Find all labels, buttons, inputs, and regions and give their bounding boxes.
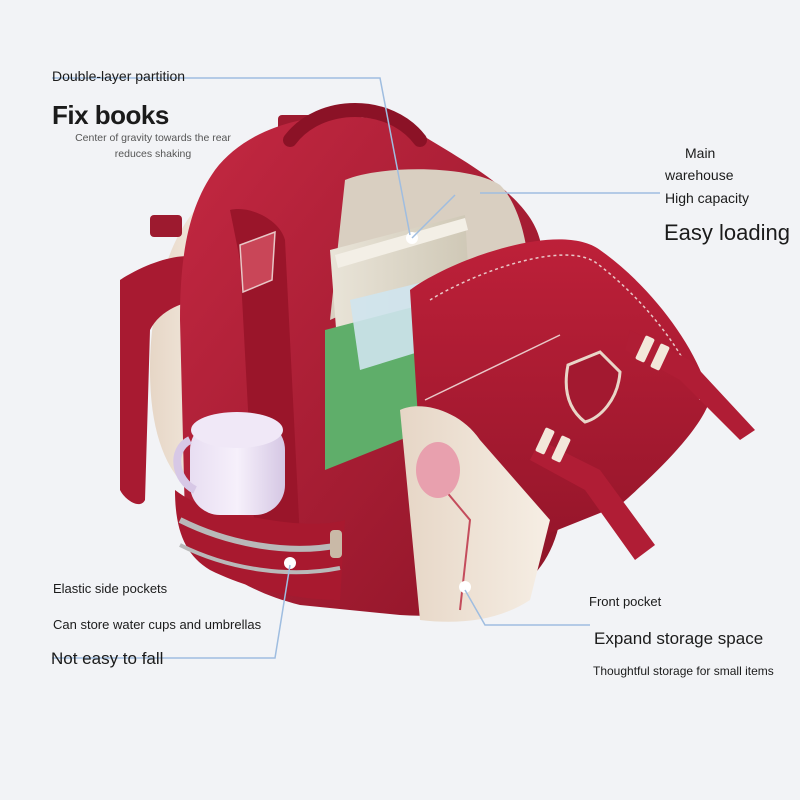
main-label-line1: Main bbox=[685, 145, 716, 161]
zipper-pull bbox=[330, 530, 342, 558]
main-label-line2: warehouse bbox=[665, 167, 734, 183]
flap-strap-lower bbox=[530, 440, 655, 560]
callout-dot-front bbox=[459, 581, 471, 593]
leader-side bbox=[52, 564, 291, 659]
callout-dot-side bbox=[284, 557, 296, 569]
leader-partition bbox=[52, 77, 411, 236]
leader-partition-2 bbox=[411, 194, 456, 239]
pink-item bbox=[416, 442, 460, 498]
front-note: Thoughtful storage for small items bbox=[593, 664, 774, 678]
side-headline: Not easy to fall bbox=[51, 649, 164, 668]
shield-emblem-icon bbox=[564, 350, 622, 424]
main-headline: Easy loading bbox=[664, 220, 790, 245]
top-handle bbox=[283, 103, 427, 147]
front-label: Front pocket bbox=[589, 594, 662, 609]
side-label: Elastic side pockets bbox=[53, 581, 168, 596]
partition-headline: Fix books bbox=[52, 100, 169, 130]
left-strap bbox=[120, 256, 205, 505]
partition-note: Center of gravity towards the rear reduc… bbox=[75, 132, 231, 161]
leader-lines bbox=[52, 77, 660, 659]
partition-label: Double-layer partition bbox=[52, 68, 186, 84]
leader-front bbox=[464, 589, 590, 626]
main-subline: High capacity bbox=[665, 190, 750, 206]
front-headline: Expand storage space bbox=[594, 629, 764, 648]
strap-buckle bbox=[150, 215, 182, 237]
side-subline: Can store water cups and umbrellas bbox=[53, 617, 262, 632]
